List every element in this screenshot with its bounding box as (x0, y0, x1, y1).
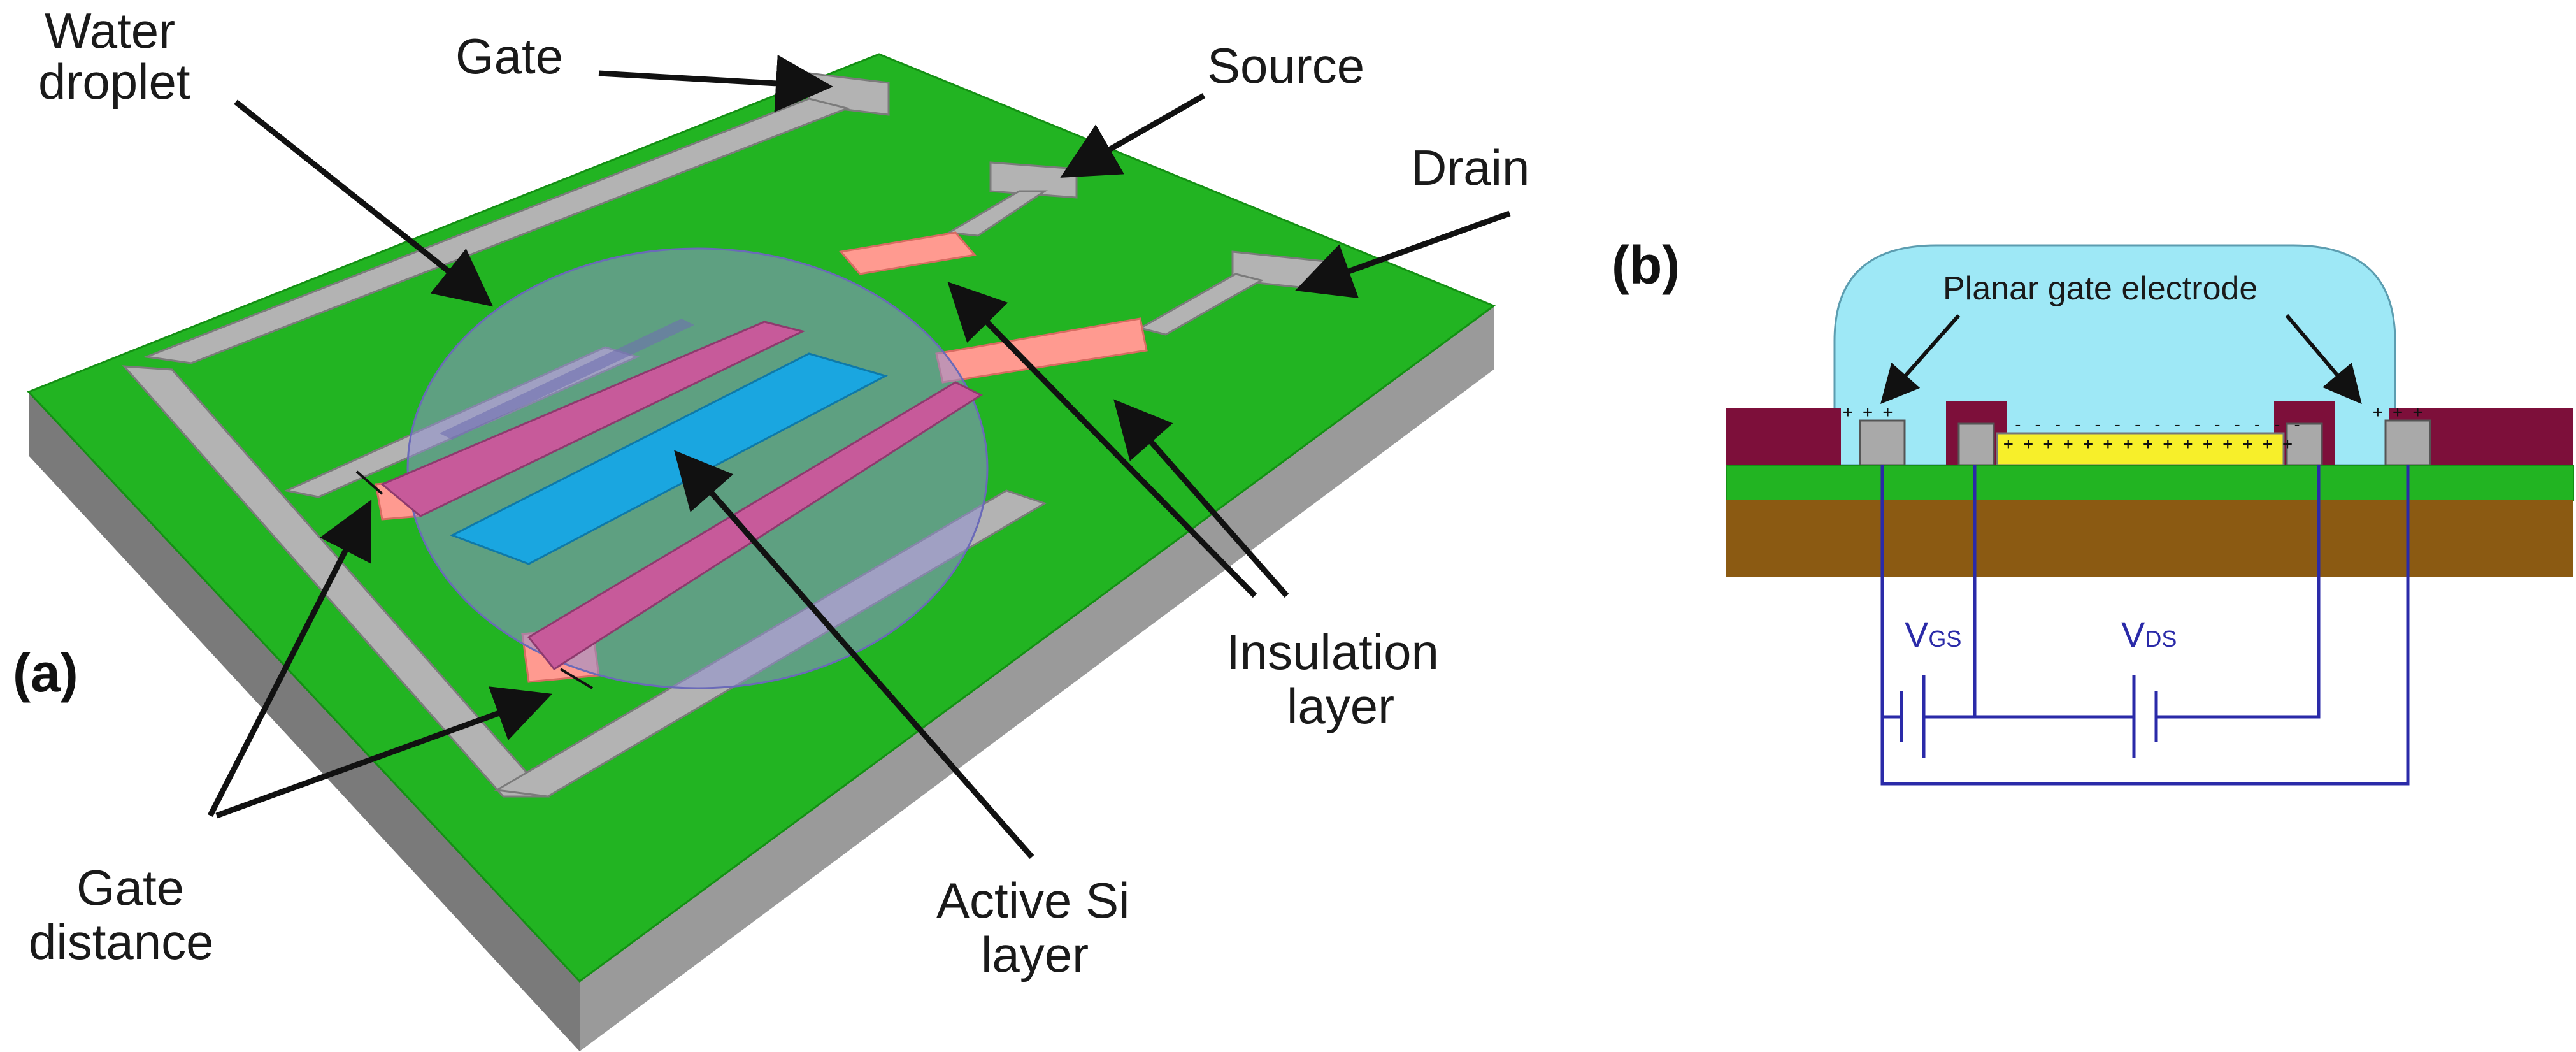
label-source: Source (1207, 38, 1364, 94)
label-insulation-2: layer (1287, 678, 1394, 734)
panel-b-label: (b) (1612, 235, 1680, 295)
active-si-layer (450, 352, 888, 565)
source-electrode (946, 161, 1078, 237)
gate-electrode-right (2384, 419, 2431, 466)
gate-distance-markers (355, 470, 594, 689)
planar-gate-label: Planar gate electrode (1943, 270, 2258, 307)
source-contact (1957, 422, 1995, 466)
panel-b: (b) + + + + + + - - - - - - - - - - - - … (1612, 235, 2574, 786)
panel-b-arrows (1880, 314, 2362, 405)
maroon-left (1726, 408, 1841, 465)
gate-electrode-left (1859, 419, 1906, 466)
label-active-si-1: Active Si (936, 872, 1129, 928)
panel-a-arrows (207, 54, 1511, 859)
chip-left-side (29, 392, 580, 1051)
gate-charges-left: + + + (1843, 403, 1893, 422)
pink-bars (380, 321, 984, 670)
circuit (1880, 465, 2410, 786)
gate-charges-right: + + + (2373, 403, 2422, 422)
panel-a: (a) Water droplet Gate Source Drain Insu… (13, 3, 1529, 1051)
vgs-label: VGS (1905, 614, 1961, 654)
channel-neg-charges: - - - - - - - - - - - - - - - (2013, 415, 2302, 435)
brown-substrate (1726, 500, 2573, 577)
label-insulation-1: Insulation (1226, 624, 1439, 680)
label-gate: Gate (455, 28, 563, 84)
panel-a-label: (a) (13, 643, 78, 703)
vds-label: VDS (2121, 614, 2177, 654)
green-layer (1726, 465, 2574, 501)
chip-front-side (580, 306, 1494, 1051)
label-active-si-2: layer (981, 926, 1089, 983)
label-water-droplet-1: Water (45, 3, 175, 59)
droplet-gate-strip (440, 319, 694, 440)
drain-contact (2286, 422, 2323, 466)
yellow-channel (1996, 432, 2285, 466)
label-water-droplet-2: droplet (38, 54, 190, 110)
label-gate-distance-1: Gate (76, 860, 184, 916)
channel-pos-charges: + + + + + + + + + + + + + + + (2003, 435, 2293, 454)
label-drain: Drain (1411, 140, 1529, 196)
label-gate-distance-2: distance (29, 914, 214, 970)
